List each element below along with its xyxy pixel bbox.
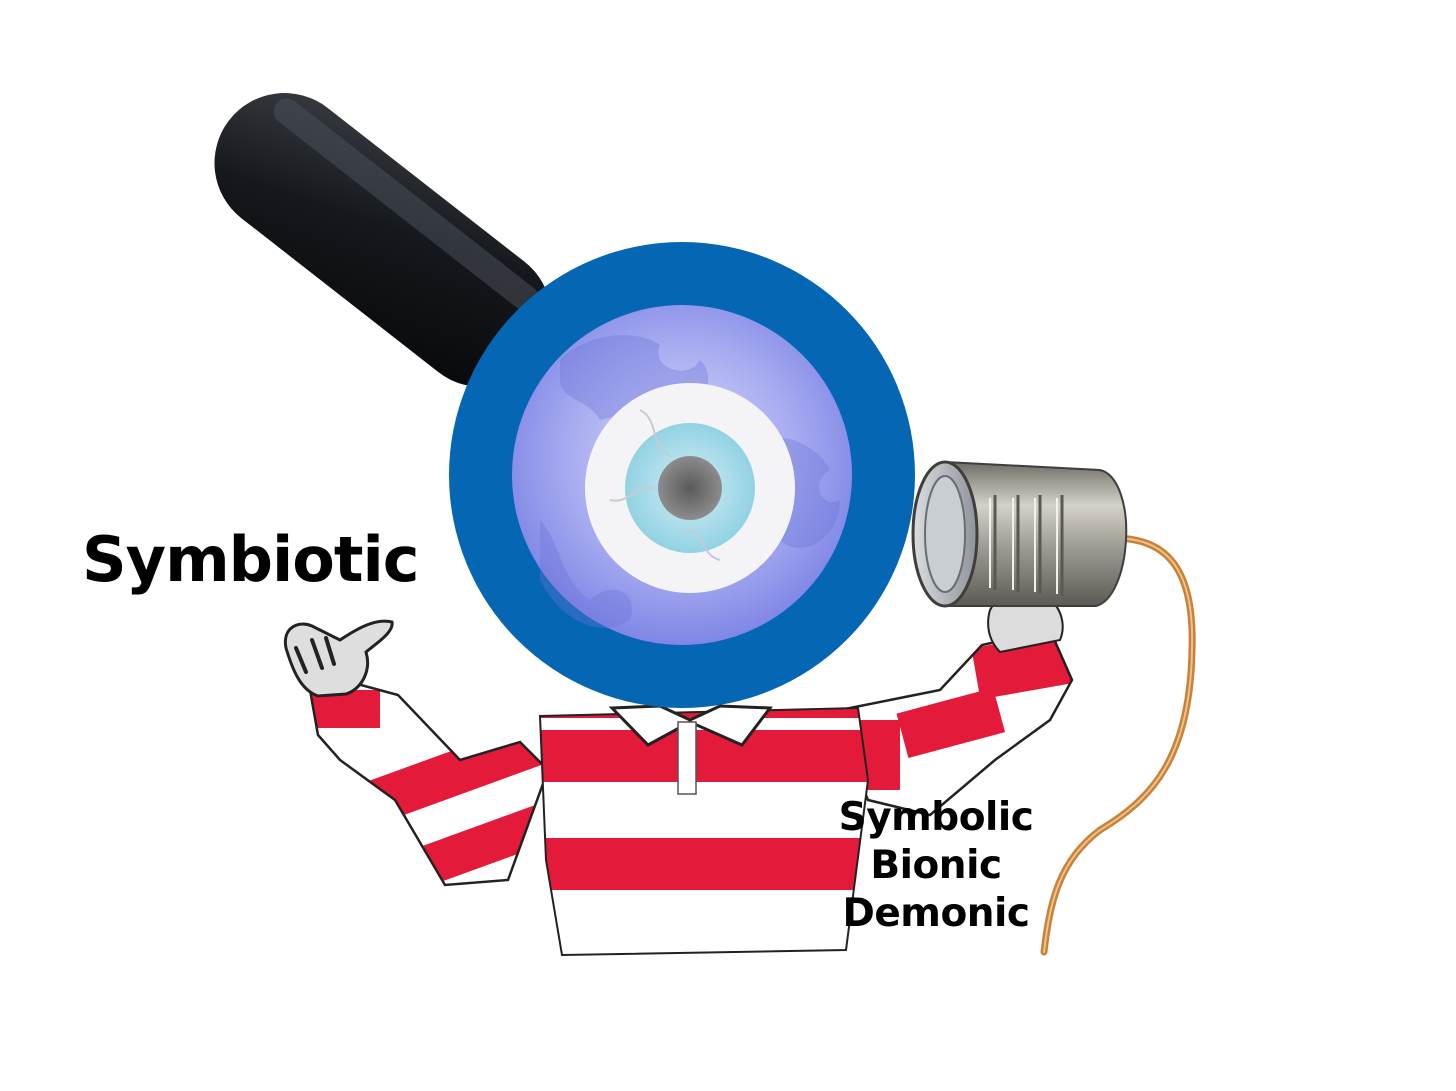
striped-shirt <box>538 704 870 957</box>
tin-can-ridges <box>993 495 1064 596</box>
bionic-label: Bionic <box>870 843 1002 888</box>
stacked-labels: Symbolic Bionic Demonic <box>818 794 1054 938</box>
magnifying-glass-icon <box>214 93 552 387</box>
shirt-placket <box>677 721 697 795</box>
symbolic-label: Symbolic <box>838 795 1034 840</box>
magnifier-handle <box>214 93 552 387</box>
left-arm <box>308 680 550 887</box>
eye-pupil <box>658 456 722 520</box>
eye-icon <box>585 383 795 593</box>
shirt-collar <box>608 704 773 747</box>
magnifier-handle-highlight <box>273 98 540 312</box>
symbiotic-label: Symbiotic <box>82 523 420 596</box>
demonic-label: Demonic <box>842 891 1030 936</box>
left-hand <box>283 619 394 698</box>
tin-can-phone-icon <box>911 460 1128 608</box>
magnifier-lens <box>449 242 915 708</box>
